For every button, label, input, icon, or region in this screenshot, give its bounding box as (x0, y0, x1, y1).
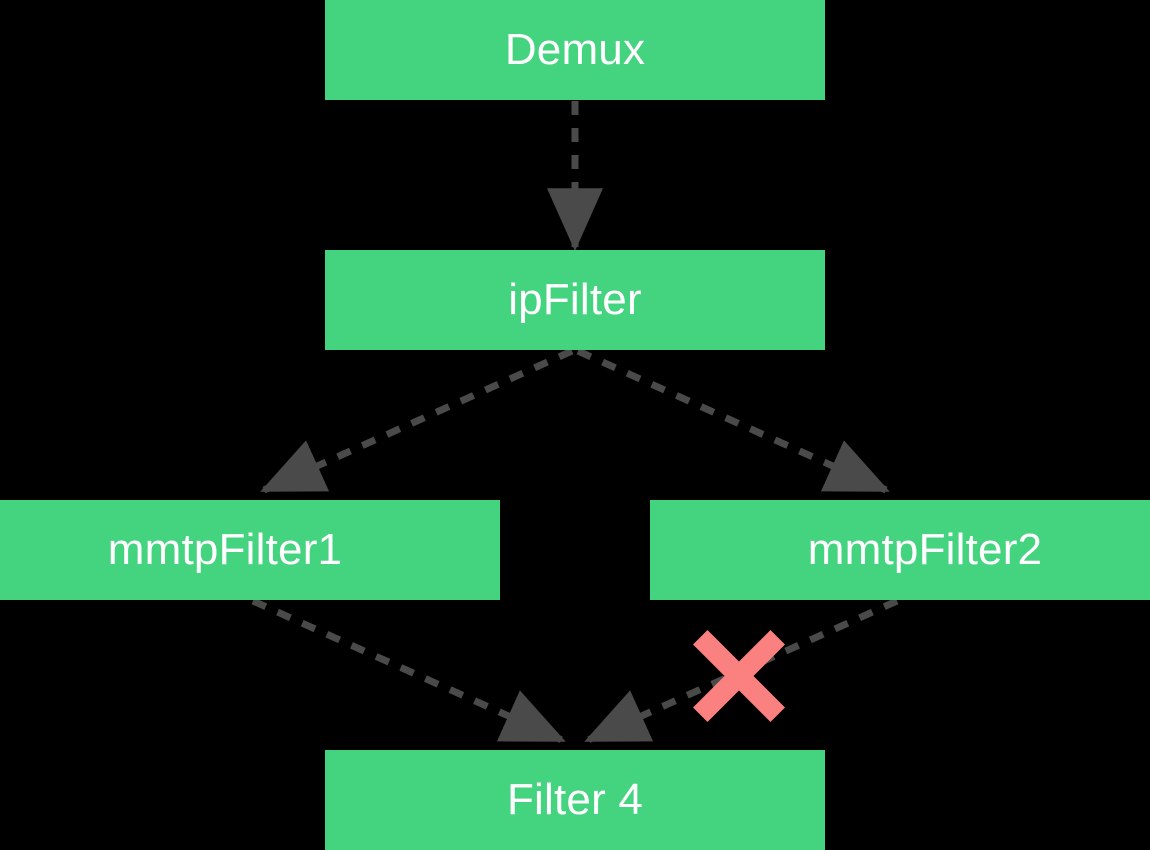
node-mmtpfilter1[interactable]: mmtpFilter1 (0, 500, 500, 600)
edge-ipfilter-to-mmtpfilter1 (260, 347, 574, 494)
node-filter4-label: Filter 4 (506, 775, 644, 824)
edge-ipfilter-to-mmtpfilter2 (576, 347, 890, 494)
cross-icon (693, 630, 785, 722)
node-ipfilter-label: ipFilter (508, 275, 642, 324)
node-ipfilter[interactable]: ipFilter (325, 250, 825, 350)
node-demux[interactable]: Demux (325, 0, 825, 100)
edge-mmtpfilter1-to-filter4 (251, 597, 566, 744)
node-mmtpfilter2-label: mmtpFilter2 (807, 525, 1043, 574)
node-mmtpfilter1-label: mmtpFilter1 (107, 525, 343, 574)
node-mmtpfilter2[interactable]: mmtpFilter2 (650, 500, 1150, 600)
node-filter4[interactable]: Filter 4 (325, 750, 825, 850)
node-demux-label: Demux (504, 25, 646, 74)
